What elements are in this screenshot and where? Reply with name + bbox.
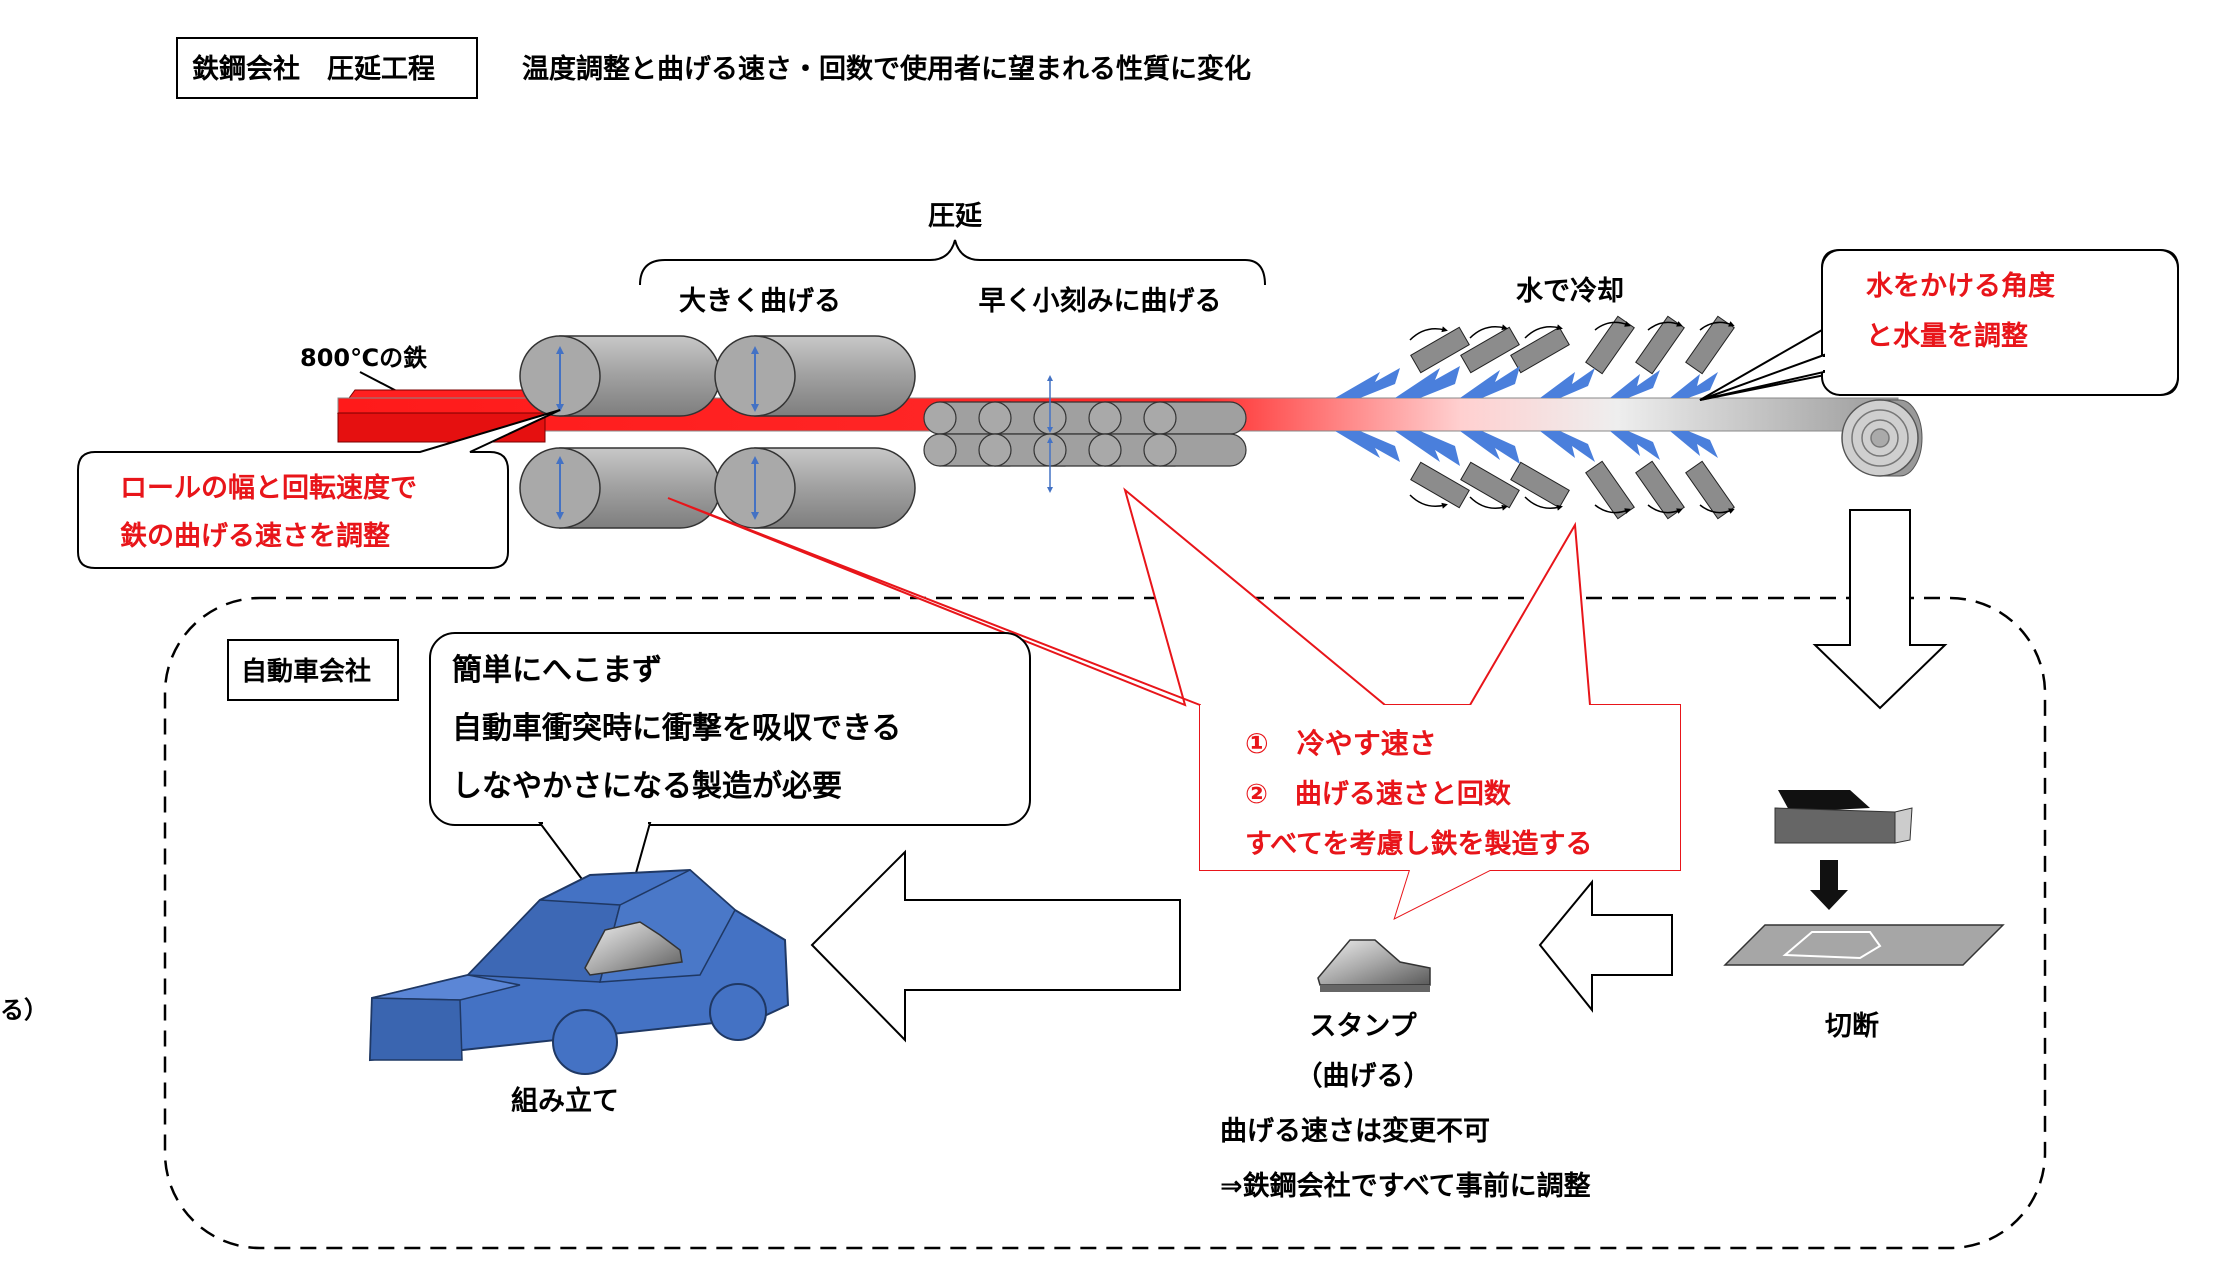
- fast-bend-label: 早く小刻みに曲げる: [979, 285, 1222, 317]
- car-callout: 簡単にへこまず 自動車衝突時に衝撃を吸収できる しなやかさになる製造が必要: [429, 632, 1031, 933]
- stamp-note-line1: 曲げる速さは変更不可: [1220, 1115, 1490, 1147]
- water-callout-line2: と水量を調整: [1866, 320, 2028, 352]
- big-bend-label: 大きく曲げる: [679, 286, 841, 317]
- hot-iron-label: 800℃の鉄: [300, 344, 427, 372]
- edge-text-fragment: る）: [0, 996, 48, 1024]
- company-label-box: [176, 37, 478, 99]
- summary-line1: ① 冷やす速さ: [1245, 727, 1437, 760]
- arrow-cut-to-stamp: [1538, 879, 1673, 1013]
- summary-callout: ① 冷やす速さ ② 曲げる速さと回数 すべてを考慮し鉄を製造する: [667, 487, 1681, 920]
- auto-company-label: 自動車会社: [241, 656, 371, 687]
- summary-line2: ② 曲げる速さと回数: [1245, 779, 1512, 810]
- stamp-label: スタンプ: [1309, 1011, 1417, 1042]
- steel-coil: [1841, 399, 1923, 477]
- car-callout-line1: 簡単にへこまず: [452, 653, 662, 688]
- big-roll-set-1: [519, 335, 721, 529]
- cooling-label: 水で冷却: [1516, 276, 1624, 307]
- header-subtitle: 温度調整と曲げる速さ・回数で使用者に望まれる性質に変化: [522, 53, 1251, 85]
- nozzle-angle-arrows: [1409, 321, 1735, 514]
- arrow-stamp-to-assembly: [810, 849, 1181, 1043]
- down-arrow-to-cut: [1812, 509, 1948, 710]
- stamp-sub-label: （曲げる）: [1296, 1061, 1431, 1092]
- auto-company-box: [227, 639, 399, 701]
- water-callout-line1: 水をかける角度: [1866, 270, 2055, 302]
- rolling-label: 圧延: [928, 201, 983, 232]
- small-roll-set: [923, 375, 1247, 493]
- water-callout: 水をかける角度 と水量を調整: [1699, 249, 2179, 401]
- header: 鉄鋼会社 圧延工程 温度調整と曲げる速さ・回数で使用者に望まれる性質に変化: [176, 37, 1251, 99]
- stamp-note-line2: ⇒鉄鋼会社ですべて事前に調整: [1220, 1170, 1591, 1202]
- water-nozzles-bottom: [1410, 460, 1735, 520]
- cut-label: 切断: [1825, 1011, 1879, 1042]
- auto-company-region: [163, 596, 2047, 1250]
- car-illustration: [368, 868, 790, 1075]
- rolling-line: 圧延 大きく曲げる 早く小刻みに曲げる 水で冷却 800℃の鉄: [300, 201, 1923, 529]
- assembly-label: 組み立て: [511, 1085, 619, 1117]
- car-callout-line2: 自動車衝突時に衝撃を吸収できる: [452, 711, 901, 746]
- roll-callout: ロールの幅と回転速度で 鉄の曲げる速さを調整: [77, 409, 561, 569]
- rolling-brace: [639, 239, 1266, 286]
- stamped-part: [1317, 939, 1431, 992]
- roll-callout-line1: ロールの幅と回転速度で: [120, 472, 417, 504]
- water-sprays: [1335, 366, 1718, 466]
- summary-line3: すべてを考慮し鉄を製造する: [1245, 828, 1593, 860]
- car-callout-line3: しなやかさになる製造が必要: [452, 769, 842, 804]
- big-roll-set-2: [714, 335, 916, 529]
- steel-company-label: 鉄鋼会社 圧延工程: [192, 53, 435, 85]
- roll-callout-line2: 鉄の曲げる速さを調整: [120, 520, 390, 552]
- water-nozzles-top: [1410, 315, 1735, 375]
- cutting-machine: [1723, 790, 2005, 966]
